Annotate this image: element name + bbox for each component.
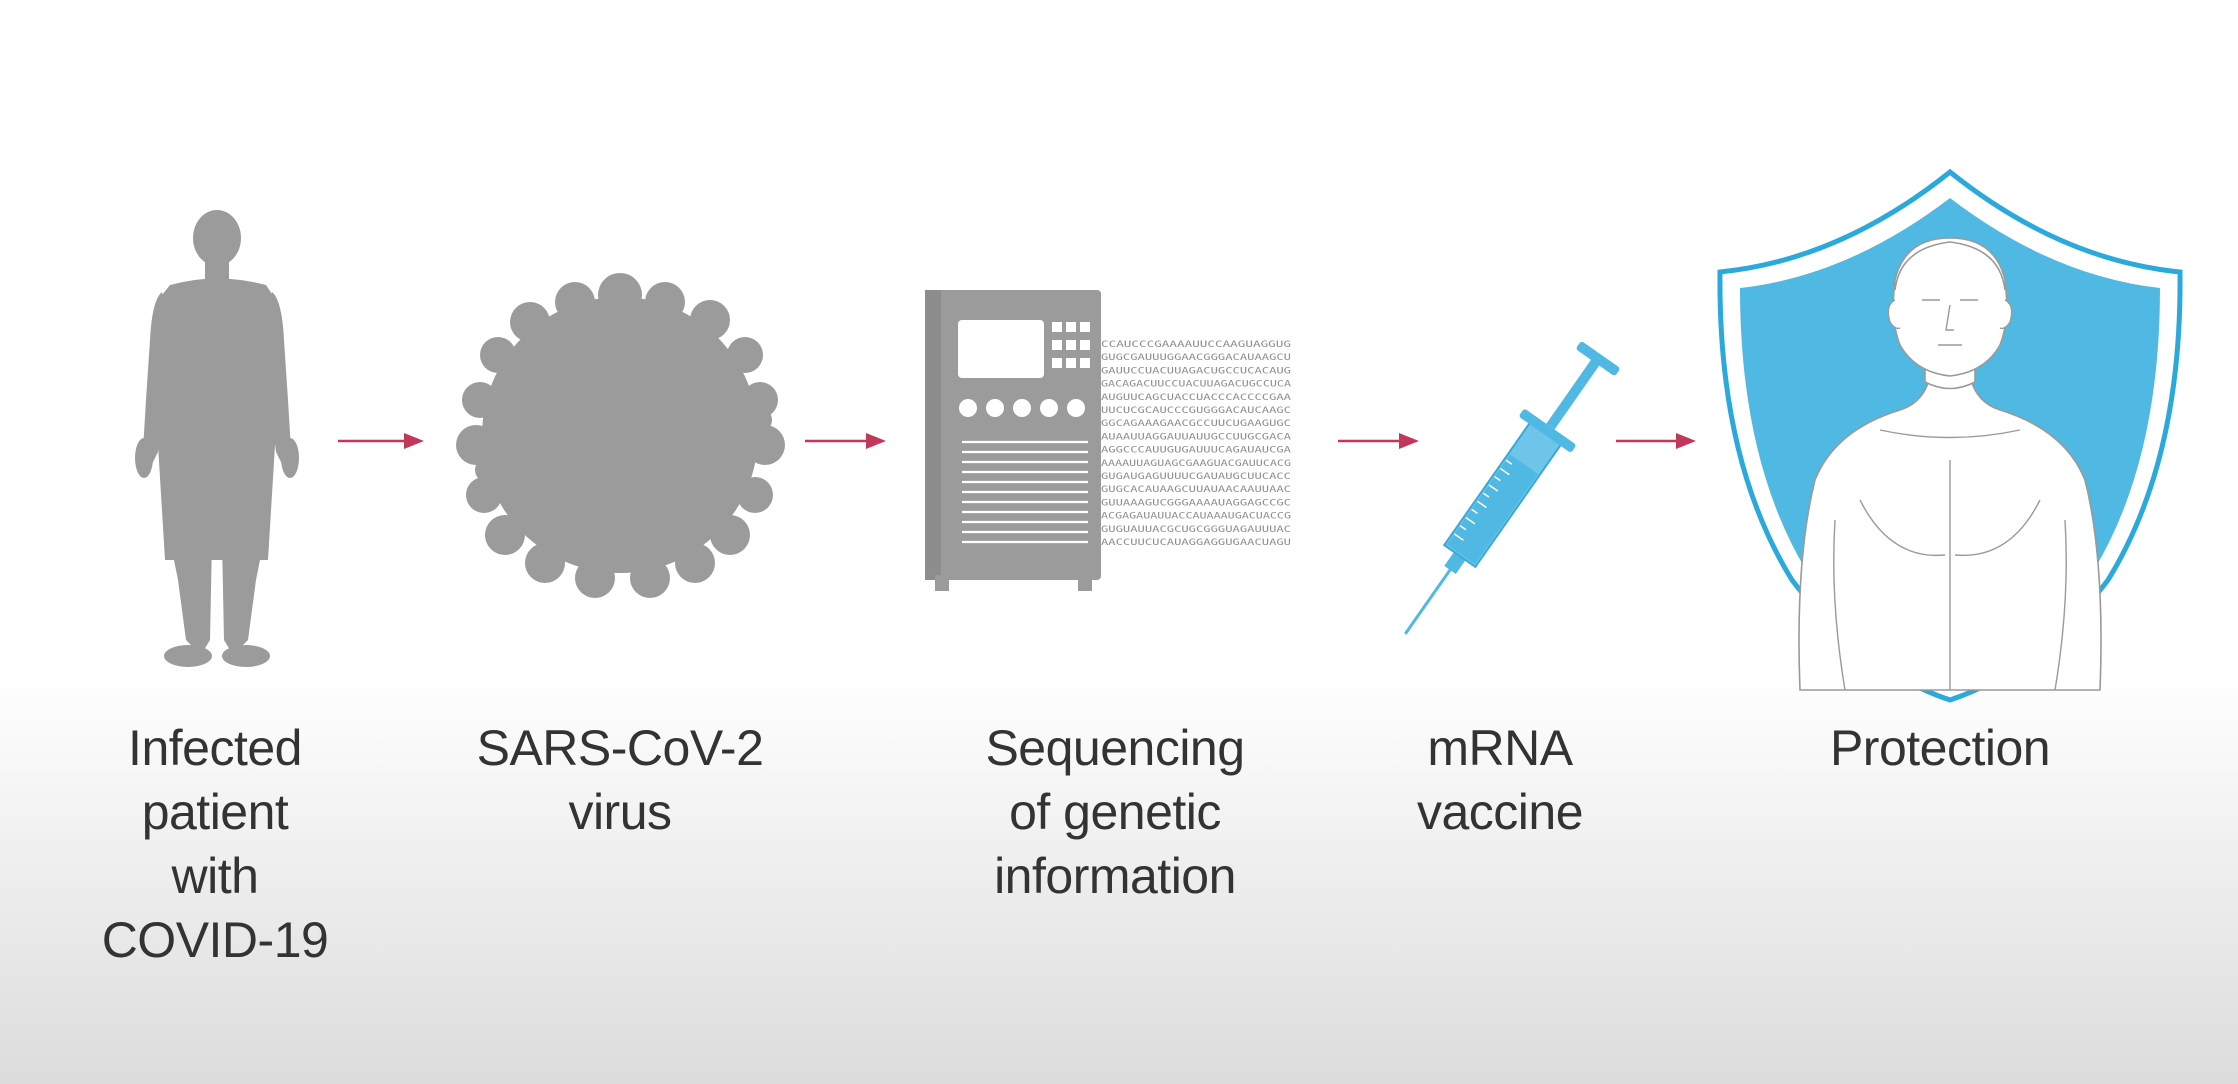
- rna-sequence-line: GACAGACUUCCUACUUAGACUGCCUCA: [1101, 380, 1292, 390]
- rna-sequence-line: CCAUCCCGAAAAUUCCAAGUAGGUG: [1101, 340, 1291, 350]
- label-line: vaccine: [1416, 784, 1584, 840]
- rna-sequence-line: AAAAUUAGUAGCGAAGUACGAUUCACG: [1101, 459, 1291, 469]
- arrow-icon: [1616, 433, 1696, 449]
- rna-sequence-line: UUCUCGCAUCCCGUGGGACAUCAAGC: [1101, 406, 1291, 416]
- rna-sequence-line: ACGAGAUAUUACCAUAAAUGACUACCG: [1101, 512, 1291, 522]
- rna-sequence-printout: CCAUCCCGAAAAUUCCAAGUAGGUG GUGCGAUUUGGAACG…: [1101, 340, 1292, 548]
- rna-sequence-line: GUGUAUUACGCUGCGGGUAGAUUUAC: [1101, 525, 1291, 535]
- label-sequencing: Sequencing of genetic information: [940, 716, 1290, 908]
- label-line: SARS-CoV-2: [476, 720, 764, 776]
- rna-sequence-line: AUGUUCAGCUACCUACCCACCCCGAA: [1101, 393, 1292, 403]
- label-sars-cov-2-virus: SARS-CoV-2 virus: [440, 716, 800, 844]
- label-line: information: [994, 848, 1236, 904]
- arrow-icon: [805, 433, 886, 449]
- label-infected-patient: Infected patient with COVID-19: [60, 716, 370, 972]
- rna-sequence-line: GAUUCCUACUUAGACUGCCUCACAUG: [1101, 366, 1291, 376]
- label-line: patient: [141, 784, 289, 840]
- label-line: virus: [568, 784, 672, 840]
- label-line: of genetic: [1009, 784, 1221, 840]
- rna-sequence-line: GUGAUGAGUUUUCGAUAUGCUUCACC: [1101, 472, 1291, 482]
- label-line: mRNA: [1427, 720, 1573, 776]
- shield-person-icon: [1717, 168, 2183, 703]
- label-line: COVID-19: [101, 912, 329, 968]
- label-line: Protection: [1829, 720, 2051, 776]
- rna-sequence-line: GGCAGAAAGAACGCCUUCUGAAGUGC: [1101, 419, 1291, 429]
- sequencer-machine-icon: CCAUCCCGAAAAUUCCAAGUAGGUG GUGCGAUUUGGAACG…: [925, 290, 1292, 591]
- arrow-icon: [1338, 433, 1419, 449]
- rna-sequence-line: GUGCGAUUUGGAACGGGACAUAAGCU: [1101, 353, 1291, 363]
- label-line: with: [171, 848, 259, 904]
- human-silhouette-icon: [135, 210, 299, 667]
- virus-particle-icon: [456, 273, 785, 598]
- rna-sequence-line: GUUAAAGUCGGGAAAAUAGGAGCCGC: [1101, 498, 1291, 508]
- rna-sequence-line: AACCUUCUCAUAGGAGGUGAACUAGU: [1101, 538, 1291, 548]
- rna-sequence-line: AGGCCCAUUGUGAUUUCAGAUAUCGA: [1101, 446, 1292, 456]
- arrow-icon: [338, 433, 424, 449]
- rna-sequence-line: GUGCACAUAAGCUUAUAACAAUUAAC: [1101, 485, 1291, 495]
- label-line: Infected: [128, 720, 302, 776]
- label-mrna-vaccine: mRNA vaccine: [1360, 716, 1640, 844]
- syringe-icon: [1404, 341, 1620, 635]
- rna-sequence-line: AUAAUUAGGAUUAUUGCCUUGCGACA: [1101, 432, 1292, 442]
- label-line: Sequencing: [985, 720, 1245, 776]
- label-protection: Protection: [1780, 716, 2100, 780]
